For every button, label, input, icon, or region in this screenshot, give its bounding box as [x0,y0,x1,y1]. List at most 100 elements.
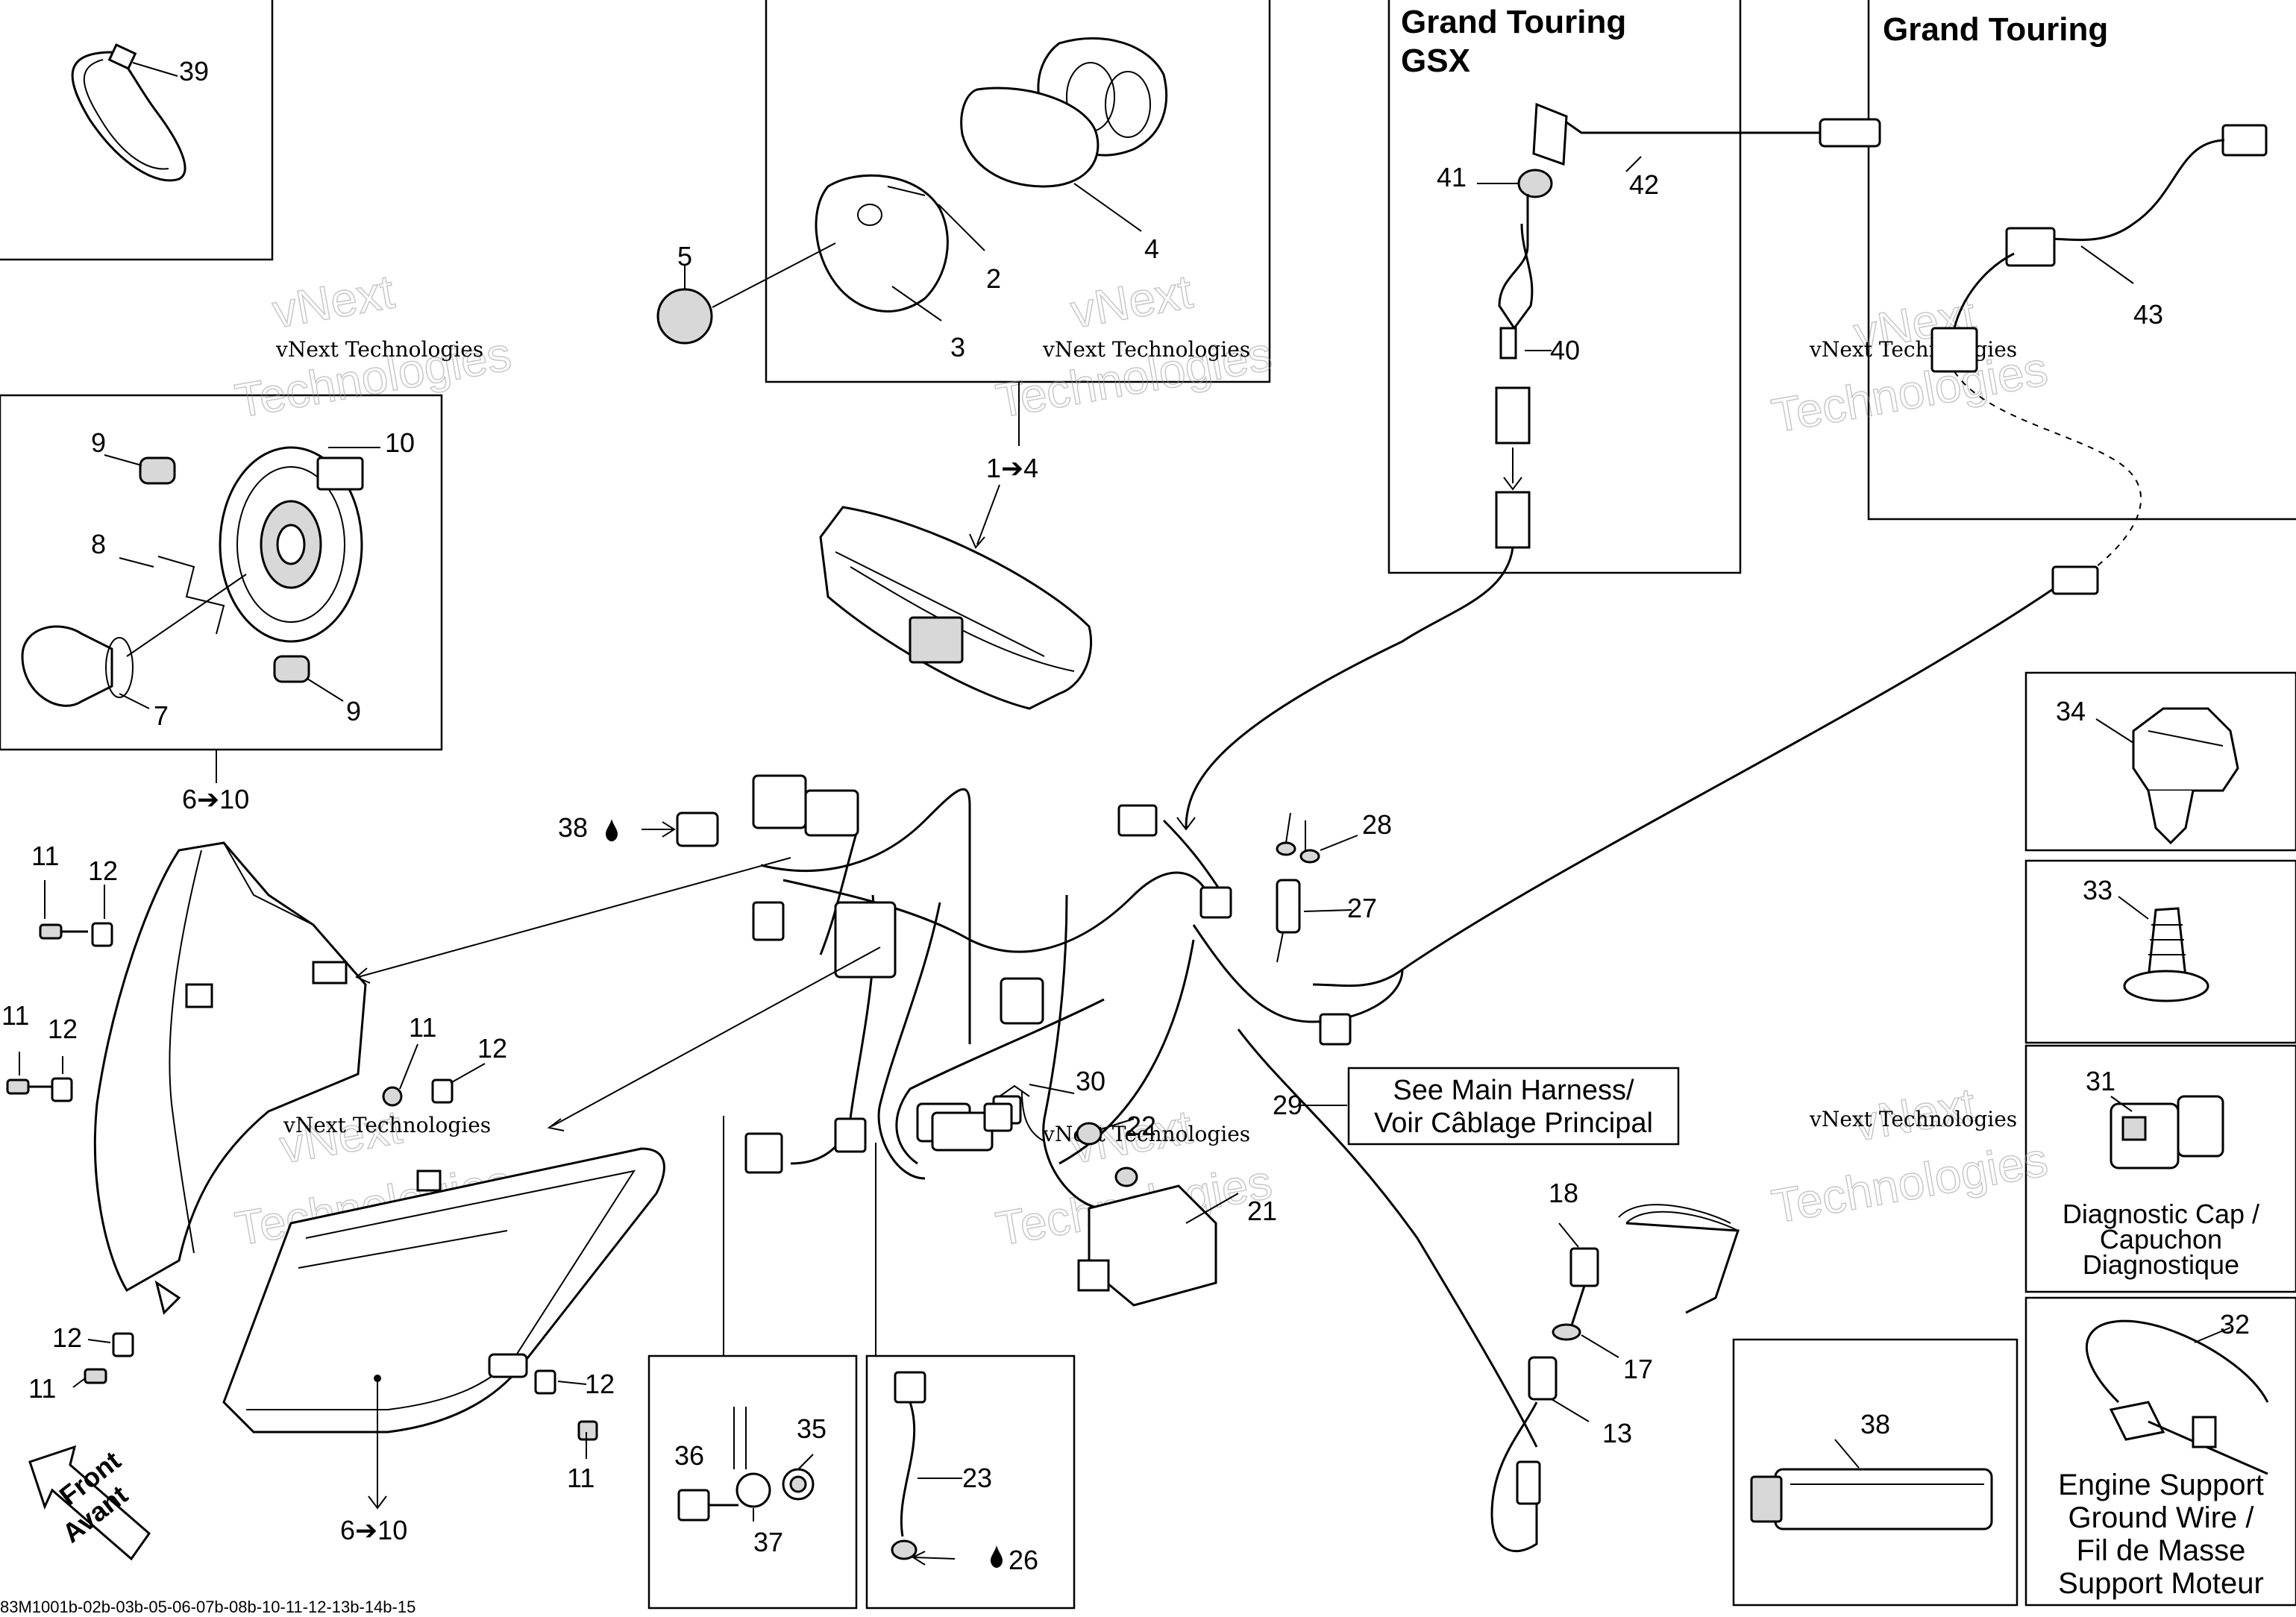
callout-30: 30 [1076,1066,1105,1096]
droplet-icon [606,819,618,841]
tether-13-17-18 [1490,1204,1740,1552]
instrument-cluster [819,484,1093,710]
sensor-27-28 [1276,812,1358,963]
watermark-text: vNext Technologies [1809,1107,2017,1131]
main-harness-note-line2: Voir Câblage Principal [1374,1108,1653,1139]
callout-6to10-top: 6➔10 [182,784,249,814]
ground-wire-32 [2086,1319,2269,1475]
panel-33-frame [2024,859,2296,1044]
callout-2: 2 [986,263,1001,294]
watermark-text: vNext Technologies [1042,337,1250,362]
callout-40: 40 [1550,335,1580,365]
callout-36: 36 [674,1440,704,1471]
relay-30-22-21 [931,1084,1239,1307]
main-harness-note-line1: See Main Harness/ [1393,1075,1634,1106]
push-rivet-33 [2118,896,2209,1002]
callout-43: 43 [2133,299,2163,330]
diag-cap-line3: Diagnostique [2083,1249,2239,1280]
panel-title-gt-gsx-line1: Grand Touring [1401,4,1626,40]
front-arrow-icon [28,1445,151,1561]
panel-gt-frame [1867,0,2296,521]
callout-38-main: 38 [558,812,588,843]
callout-22: 22 [1126,1111,1156,1141]
callout-13: 13 [1602,1418,1632,1448]
harness-43 [1312,124,2268,988]
strap-39 [71,43,186,182]
callout-38-box: 38 [1860,1409,1890,1439]
callout-23: 23 [962,1463,992,1493]
callouts: 39 5 2 4 3 1➔4 41 42 40 43 9 10 8 7 9 6➔… [1,56,2250,1575]
drawing-code: 83M1001b-02b-03b-05-06-07b-08b-10-11-12-… [0,1598,415,1616]
callout-5: 5 [677,241,692,271]
ground-wire-line4: Support Moteur [2058,1567,2264,1600]
ground-wire-line3: Fil de Masse [2077,1534,2246,1567]
callout-4: 4 [1144,233,1159,264]
panel-gt-gsx-frame [1387,0,1742,574]
callout-1to4: 1➔4 [986,453,1038,483]
callout-41: 41 [1437,162,1467,192]
callout-7: 7 [154,700,169,731]
watermarks: vNext Technologies vNext Technologies vN… [230,264,2052,1257]
clip-34 [2095,707,2239,845]
panel-34-frame [2024,671,2296,852]
ground-terminal-35-37 [677,1407,815,1522]
watermark-big: vNext [1067,264,1196,338]
callout-9-bottom: 9 [346,696,361,726]
callout-11-c: 11 [409,1012,436,1043]
panel-23-26-frame [865,1354,1076,1610]
watermark-text: vNext Technologies [275,337,483,362]
panel-title-gt: Grand Touring [1883,11,2108,48]
panel-headlight-frame [0,394,443,751]
oil-sensor-23-26 [891,1371,962,1566]
callout-18: 18 [1549,1178,1578,1208]
diag-cap-line2: Capuchon [2100,1224,2222,1255]
callout-10: 10 [385,427,415,458]
callout-12-d: 12 [52,1322,82,1353]
callout-12-e: 12 [585,1369,615,1399]
grease-tube-38 [1750,1439,1993,1530]
callout-33: 33 [2083,875,2112,905]
callout-12-c: 12 [477,1033,507,1064]
callout-37: 37 [753,1527,783,1557]
panel-gauge-frame [765,0,1271,383]
droplet-icon [991,1545,1003,1568]
heated-grip-harness-40-42 [1176,102,1881,831]
fasteners-11-12 [6,880,598,1459]
watermark-text: vNext Technologies [283,1113,491,1137]
panel-31-frame [2024,1044,2296,1293]
main-harness-note-frame [1347,1067,1680,1146]
callout-28: 28 [1362,809,1392,840]
gauge-assembly-1-4 [656,37,1168,345]
panel-title-gt-gsx-line2: GSX [1401,43,1470,79]
callout-31: 31 [2086,1066,2115,1096]
callout-6to10-bottom: 6➔10 [340,1515,407,1545]
callout-42: 42 [1629,169,1659,200]
callout-35: 35 [797,1413,827,1444]
diagnostic-cap-31 [2110,1095,2224,1169]
callout-17: 17 [1623,1354,1653,1384]
callout-11-b: 11 [1,1000,29,1031]
callout-11-d: 11 [28,1373,56,1404]
callout-12-a: 12 [88,855,118,886]
callout-32: 32 [2220,1309,2250,1340]
callout-29: 29 [1273,1090,1302,1120]
callout-11-a: 11 [31,841,59,871]
callout-26: 26 [1009,1545,1038,1575]
headlight-lens [222,1147,665,1510]
callout-11-e: 11 [567,1463,595,1493]
callout-34: 34 [2056,696,2086,726]
headlight-housing [93,841,367,1315]
callout-27: 27 [1347,893,1377,923]
panel-32-frame [2024,1296,2296,1607]
panel-39-frame [0,0,274,261]
watermark-text: vNext Technologies [1809,337,2017,362]
ground-wire-line1: Engine Support [2058,1469,2264,1501]
callout-9-top: 9 [91,427,106,458]
diag-cap-line1: Diagnostic Cap / [2063,1199,2259,1229]
callout-21: 21 [1247,1196,1277,1226]
headlight-bulb-assembly-7-10 [21,446,380,709]
callout-12-b: 12 [48,1014,78,1044]
callout-3: 3 [950,332,965,362]
